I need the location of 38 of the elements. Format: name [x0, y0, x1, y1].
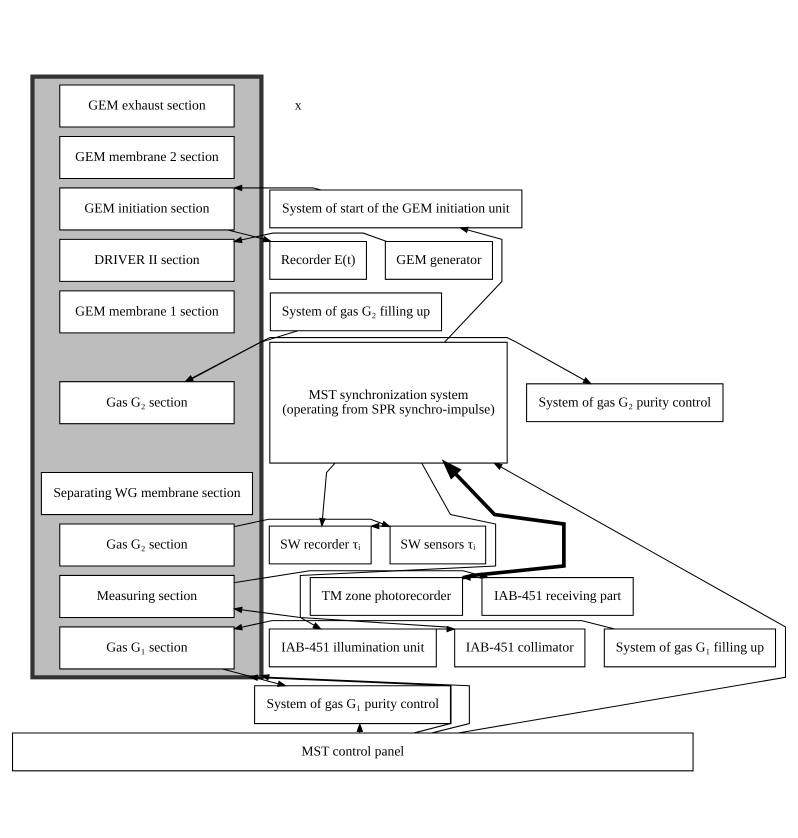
node-box: TM zone photorecorder [310, 576, 464, 616]
node-box: Gas G₂ section [59, 380, 235, 424]
node-box: Gas G₁ section [59, 626, 235, 669]
arrow [370, 522, 390, 529]
node-box: GEM membrane 2 section [59, 135, 235, 178]
node-box: Recorder E(t) [269, 240, 367, 280]
node-box: System of gas G₁ filling up [604, 628, 776, 667]
arrow [356, 722, 364, 732]
arrow [444, 226, 502, 342]
node-box: MST synchronization system (operating from SPR synchro-impulse) [269, 341, 508, 464]
node-box: Measuring section [59, 574, 235, 618]
arrow [232, 606, 455, 630]
node-box: Separating WG membrane section [40, 472, 254, 515]
node-box: Gas G₂ section [59, 522, 235, 566]
node-box: System of gas G₂ purity control [526, 382, 724, 422]
arrow [232, 232, 387, 243]
arrow [234, 570, 490, 583]
node-box: System of gas G₂ filling up [270, 292, 442, 331]
node-box: IAB-451 illumination unit [268, 628, 437, 667]
node-box: GEM generator [384, 240, 493, 280]
arrow [232, 620, 615, 630]
node-box: GEM exhaust section [59, 84, 235, 128]
arrow [442, 458, 566, 580]
node-box: GEM initiation section [59, 186, 235, 230]
label: x [294, 97, 302, 112]
node-box: System of gas G₁ purity control [254, 684, 452, 724]
node-box: System of start of the GEM initiation unit [269, 189, 522, 228]
node-box: SW recorder τᵢ [268, 525, 372, 564]
node-box: DRIVER II section [59, 238, 235, 282]
node-box: IAB-451 receiving part [481, 576, 634, 616]
arrow [458, 462, 786, 733]
arrow [222, 668, 288, 686]
arrow [300, 462, 496, 630]
node-box: IAB-451 collimator [454, 628, 586, 667]
arrow [232, 184, 322, 191]
node-box: GEM membrane 1 section [59, 290, 235, 333]
node-box: SW sensors τᵢ [390, 525, 486, 564]
arrow [228, 229, 272, 242]
